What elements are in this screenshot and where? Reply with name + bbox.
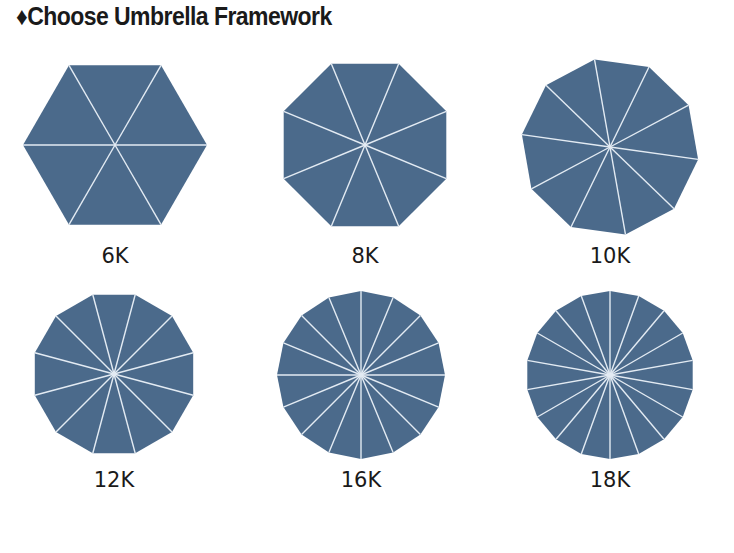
rib-line bbox=[93, 295, 114, 374]
rib-line bbox=[610, 311, 664, 375]
rib-line bbox=[115, 145, 161, 225]
rib-line bbox=[93, 374, 114, 453]
rib-line bbox=[581, 375, 610, 454]
rib-line bbox=[361, 343, 439, 375]
rib-line bbox=[114, 374, 135, 453]
rib-line bbox=[56, 316, 114, 374]
umbrella-canopy bbox=[277, 291, 445, 459]
rib-line bbox=[610, 375, 639, 454]
rib-line bbox=[581, 296, 610, 375]
rib-count-label: 16K bbox=[341, 468, 382, 492]
rib-count-label: 8K bbox=[351, 244, 378, 268]
rib-line bbox=[360, 375, 361, 459]
rib-line bbox=[610, 360, 693, 375]
umbrella-canopy bbox=[35, 295, 193, 453]
rib-line bbox=[610, 375, 683, 417]
rib-line bbox=[284, 145, 365, 179]
rib-line bbox=[361, 375, 393, 453]
umbrella-canopy bbox=[527, 291, 692, 459]
rib-line bbox=[35, 374, 114, 395]
rib-line bbox=[283, 375, 361, 407]
rib-line bbox=[277, 374, 361, 375]
rib-line bbox=[610, 105, 689, 147]
rib-line bbox=[610, 296, 639, 375]
rib-line bbox=[531, 147, 610, 189]
rib-line bbox=[527, 375, 610, 390]
rib-line bbox=[329, 297, 361, 375]
rib-line bbox=[114, 353, 193, 374]
rib-count-label: 6K bbox=[101, 244, 128, 268]
rib-line bbox=[361, 374, 445, 375]
rib-line bbox=[115, 144, 207, 145]
canopy-outline bbox=[23, 65, 207, 224]
canopy-outline bbox=[284, 64, 447, 227]
canopy-outline bbox=[522, 59, 698, 234]
rib-count-label: 12K bbox=[94, 468, 135, 492]
rib-line bbox=[556, 311, 610, 375]
rib-line bbox=[610, 147, 698, 159]
rib-count-label: 10K bbox=[590, 244, 631, 268]
canopy-outline bbox=[527, 291, 692, 459]
rib-line bbox=[360, 291, 361, 375]
rib-line bbox=[56, 374, 114, 432]
rib-line bbox=[556, 375, 610, 439]
umbrella-canopy bbox=[522, 59, 698, 234]
rib-line bbox=[35, 353, 114, 374]
rib-line bbox=[302, 316, 361, 375]
rib-line bbox=[302, 375, 361, 434]
rib-line bbox=[114, 316, 172, 374]
rib-line bbox=[571, 147, 610, 227]
rib-line bbox=[331, 64, 365, 145]
rib-line bbox=[69, 145, 115, 225]
rib-line bbox=[115, 65, 161, 145]
rib-line bbox=[365, 111, 446, 145]
rib-line bbox=[361, 316, 420, 375]
rib-line bbox=[114, 374, 172, 432]
rib-line bbox=[114, 295, 135, 374]
umbrella-canopy bbox=[23, 65, 207, 224]
rib-count-label: 18K bbox=[590, 468, 631, 492]
rib-line bbox=[610, 67, 649, 147]
canopy-outline bbox=[277, 291, 445, 459]
rib-line bbox=[610, 147, 626, 235]
rib-line bbox=[609, 291, 610, 375]
rib-line bbox=[610, 375, 664, 439]
umbrella-canopy bbox=[284, 64, 447, 227]
rib-line bbox=[361, 375, 420, 434]
rib-line bbox=[23, 144, 115, 145]
rib-line bbox=[114, 374, 193, 395]
rib-line bbox=[537, 333, 610, 375]
rib-line bbox=[609, 375, 610, 459]
rib-line bbox=[69, 65, 115, 145]
rib-line bbox=[365, 145, 399, 226]
rib-line bbox=[522, 135, 610, 147]
heading: ♦Choose Umbrella Framework bbox=[16, 2, 332, 31]
rib-line bbox=[595, 59, 611, 147]
canopy-outline bbox=[35, 295, 193, 453]
